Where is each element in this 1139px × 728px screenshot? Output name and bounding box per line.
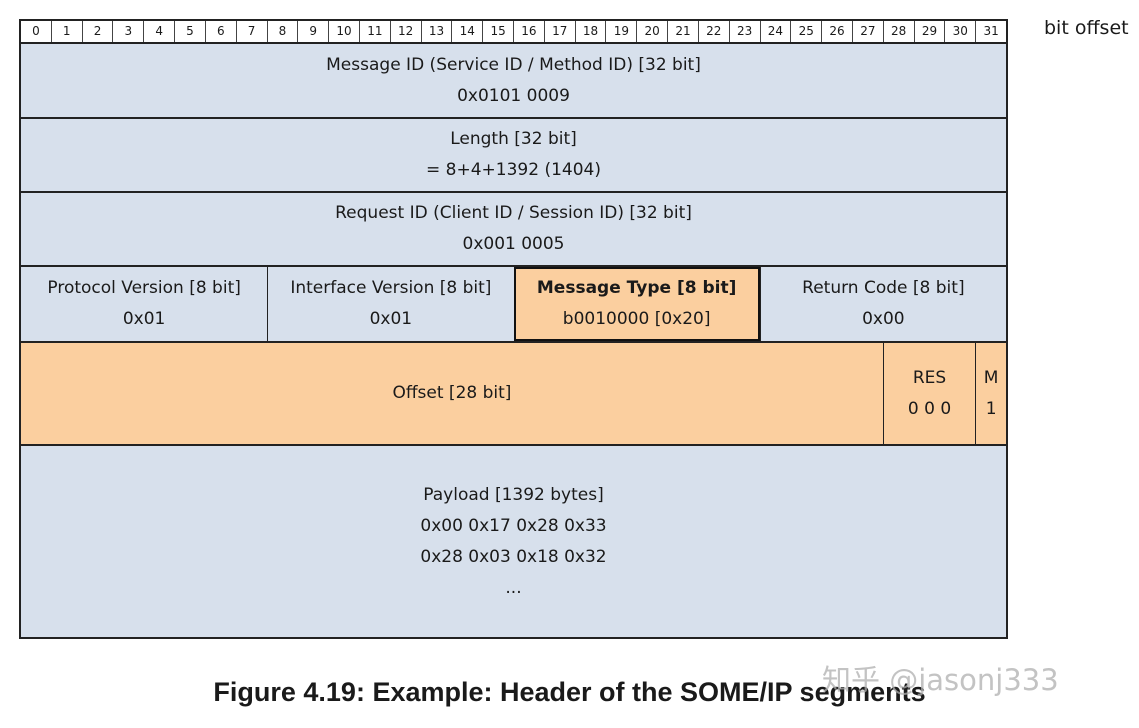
bit-offset-cell: 13 (421, 21, 453, 42)
payload-label: Payload [1392 bytes] (423, 484, 604, 505)
payload-line-1: 0x00 0x17 0x28 0x33 (420, 515, 607, 536)
payload-line-3: ... (505, 577, 522, 598)
offset-label: Offset [28 bit] (392, 383, 512, 403)
length-label: Length [32 bit] (450, 129, 577, 149)
bit-offset-cell: 6 (205, 21, 237, 42)
bit-offset-cell: 2 (82, 21, 114, 42)
watermark: 知乎 @jasonj333 (822, 663, 1059, 697)
message-id-row: Message ID (Service ID / Method ID) [32 … (21, 44, 1006, 119)
interface-version-label: Interface Version [8 bit] (290, 278, 492, 298)
bit-offset-cell: 31 (976, 21, 1006, 42)
request-id-value: 0x001 0005 (462, 234, 565, 254)
length-row: Length [32 bit] = 8+4+1392 (1404) (21, 119, 1006, 193)
payload-field: Payload [1392 bytes] 0x00 0x17 0x28 0x33… (21, 446, 1006, 637)
bit-offset-cell: 27 (852, 21, 884, 42)
bit-offset-cell: 28 (883, 21, 915, 42)
bit-offset-cell: 20 (637, 21, 669, 42)
bit-offset-cell: 11 (359, 21, 391, 42)
bit-offset-cell: 15 (483, 21, 514, 42)
figure-caption: Figure 4.19: Example: Header of the SOME… (213, 677, 926, 707)
return-code-value: 0x00 (862, 309, 905, 329)
request-id-field: Request ID (Client ID / Session ID) [32 … (21, 193, 1006, 265)
more-segments-field: M 1 (975, 343, 1006, 444)
length-field: Length [32 bit] = 8+4+1392 (1404) (21, 119, 1006, 191)
message-id-field: Message ID (Service ID / Method ID) [32 … (21, 44, 1006, 117)
bit-offset-cell: 12 (390, 21, 422, 42)
request-id-row: Request ID (Client ID / Session ID) [32 … (21, 193, 1006, 267)
protocol-version-field: Protocol Version [8 bit] 0x01 (21, 267, 268, 341)
bit-offset-cell: 16 (514, 21, 545, 42)
tp-header-row: Offset [28 bit] RES 0 0 0 M 1 (21, 343, 1006, 446)
bit-offset-cell: 30 (945, 21, 977, 42)
length-value: = 8+4+1392 (1404) (426, 160, 601, 180)
offset-field: Offset [28 bit] (21, 343, 883, 444)
bit-offset-cell: 19 (606, 21, 638, 42)
interface-version-field: Interface Version [8 bit] 0x01 (267, 267, 514, 341)
protocol-version-value: 0x01 (122, 309, 166, 329)
bit-offset-cell: 17 (544, 21, 576, 42)
message-type-value: b0010000 [0x20] (562, 309, 711, 329)
payload-row: Payload [1392 bytes] 0x00 0x17 0x28 0x33… (21, 446, 1006, 637)
bit-offset-cell: 9 (298, 21, 330, 42)
message-type-field: Message Type [8 bit] b0010000 [0x20] (513, 267, 760, 341)
message-id-value: 0x0101 0009 (457, 85, 570, 106)
bit-offset-cell: 24 (760, 21, 792, 42)
more-segments-label: M (983, 367, 999, 388)
bit-offset-cell: 1 (51, 21, 83, 42)
bit-offset-label: bit offset (1044, 17, 1129, 39)
protocol-version-label: Protocol Version [8 bit] (47, 278, 241, 298)
bit-offset-cell: 22 (698, 21, 730, 42)
res-field: RES 0 0 0 (882, 343, 976, 444)
bit-offset-cell: 18 (575, 21, 607, 42)
bit-offset-cell: 29 (914, 21, 946, 42)
bit-offset-cell: 25 (791, 21, 823, 42)
message-type-label: Message Type [8 bit] (536, 278, 737, 298)
bit-offset-cell: 14 (452, 21, 484, 42)
bit-offset-cell: 10 (329, 21, 360, 42)
bit-offset-cell: 23 (729, 21, 761, 42)
interface-version-value: 0x01 (369, 309, 413, 329)
request-id-label: Request ID (Client ID / Session ID) [32 … (335, 203, 692, 223)
bit-offset-cell: 4 (144, 21, 176, 42)
message-id-label: Message ID (Service ID / Method ID) [32 … (326, 54, 701, 75)
payload-line-2: 0x28 0x03 0x18 0x32 (420, 546, 607, 567)
res-value: 0 0 0 (907, 398, 952, 419)
bit-offset-cell: 26 (822, 21, 853, 42)
bit-offset-cell: 7 (236, 21, 268, 42)
bit-offset-cell: 5 (175, 21, 206, 42)
bit-offset-cell: 3 (113, 21, 145, 42)
version-type-row: Protocol Version [8 bit] 0x01 Interface … (21, 267, 1006, 343)
return-code-field: Return Code [8 bit] 0x00 (759, 267, 1006, 341)
bit-offset-cell: 0 (21, 21, 52, 42)
bit-offset-cell: 8 (267, 21, 299, 42)
return-code-label: Return Code [8 bit] (802, 278, 965, 298)
more-segments-value: 1 (985, 398, 997, 419)
bit-offset-cell: 21 (668, 21, 699, 42)
res-label: RES (912, 367, 947, 388)
